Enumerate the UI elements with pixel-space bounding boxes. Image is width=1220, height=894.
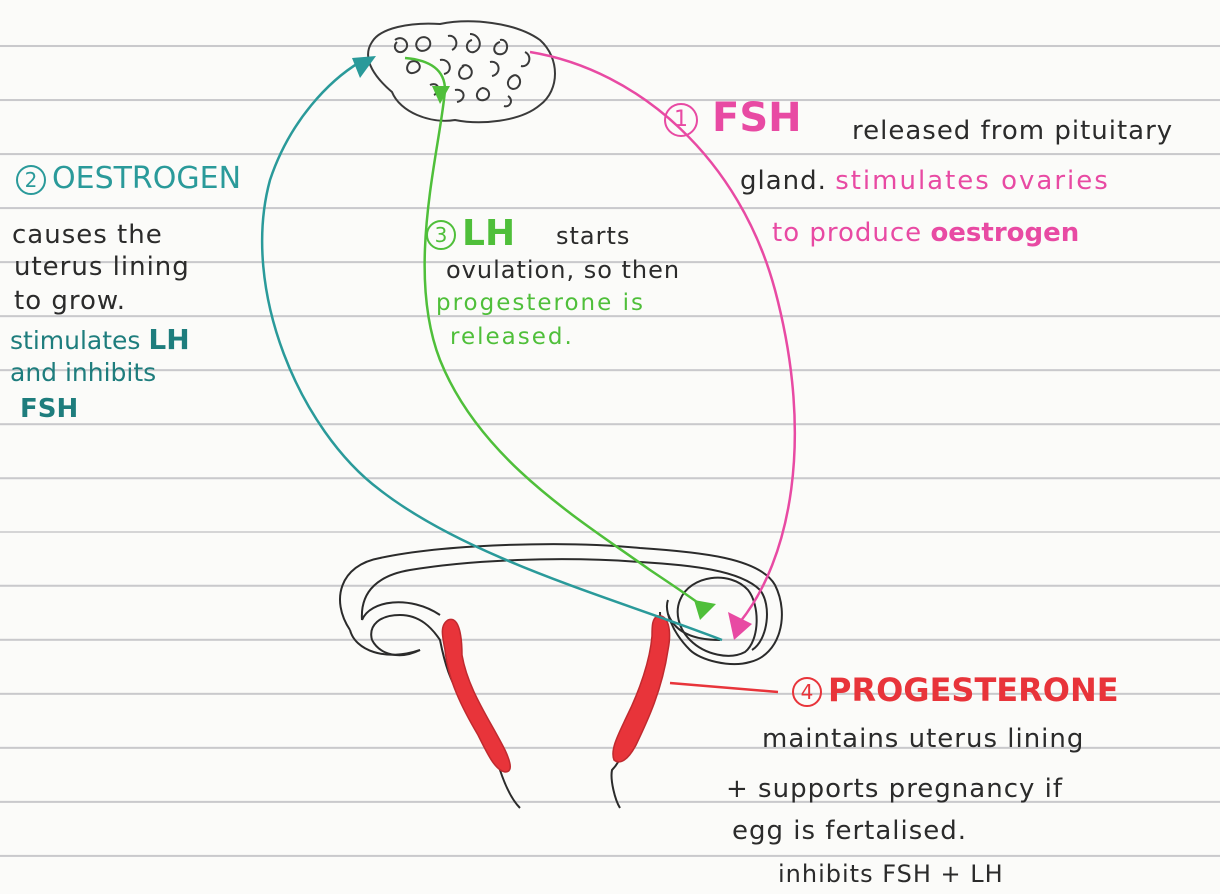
oestrogen-inhibits: and inhibits <box>10 360 156 385</box>
lh-line2: ovulation, so then <box>446 258 680 282</box>
oestrogen-line1: causes the <box>12 222 163 248</box>
oestrogen-stimulates: stimulates LH <box>10 326 190 354</box>
oestrogen-stimulates-lh: LH <box>148 323 189 356</box>
oestrogen-number: 2 <box>16 165 46 195</box>
oestrogen-stimulates-text: stimulates <box>10 326 140 355</box>
fsh-number: 1 <box>664 103 698 137</box>
uterus-lining-highlight <box>442 616 669 772</box>
fsh-title: FSH <box>712 95 802 141</box>
oestrogen-line2: uterus lining <box>14 254 190 280</box>
oestrogen-inhibits-fsh: FSH <box>20 396 78 422</box>
progesterone-title: PROGESTERONE <box>828 671 1119 709</box>
lh-line4: released. <box>450 326 574 349</box>
progesterone-line1: maintains uterus lining <box>762 726 1084 752</box>
lh-line3: progesterone is <box>436 292 645 315</box>
oestrogen-arrowhead <box>352 56 376 78</box>
oestrogen-title: OESTROGEN <box>52 161 241 196</box>
pituitary-gland-drawing <box>368 21 555 122</box>
fsh-line3-oestrogen: oestrogen <box>930 218 1079 248</box>
fsh-line3-produce: to produce <box>772 218 922 248</box>
oestrogen-arrow <box>262 62 722 640</box>
lh-line1: starts <box>556 224 630 248</box>
progesterone-number: 4 <box>792 677 822 707</box>
lh-number: 3 <box>426 220 456 250</box>
fsh-arrowhead <box>728 612 752 640</box>
oestrogen-line3: to grow. <box>14 288 126 314</box>
progesterone-line2: + supports pregnancy if <box>726 776 1063 802</box>
fsh-line3: to produce oestrogen <box>772 220 1079 246</box>
fsh-heading: 1 FSH <box>664 98 802 138</box>
lh-title: LH <box>462 213 515 254</box>
progesterone-line4: inhibits FSH + LH <box>778 862 1004 886</box>
lh-arrowhead <box>694 600 716 620</box>
uterus-drawing <box>340 544 782 808</box>
fsh-line2-stimulates: stimulates ovaries <box>835 166 1110 196</box>
fsh-line2-gland: gland. <box>740 166 827 196</box>
progesterone-line3: egg is fertalised. <box>732 818 967 844</box>
progesterone-pointer-line <box>670 683 778 692</box>
fsh-line2: gland. stimulates ovaries <box>740 168 1110 194</box>
fsh-line1: released from pituitary <box>852 118 1173 144</box>
